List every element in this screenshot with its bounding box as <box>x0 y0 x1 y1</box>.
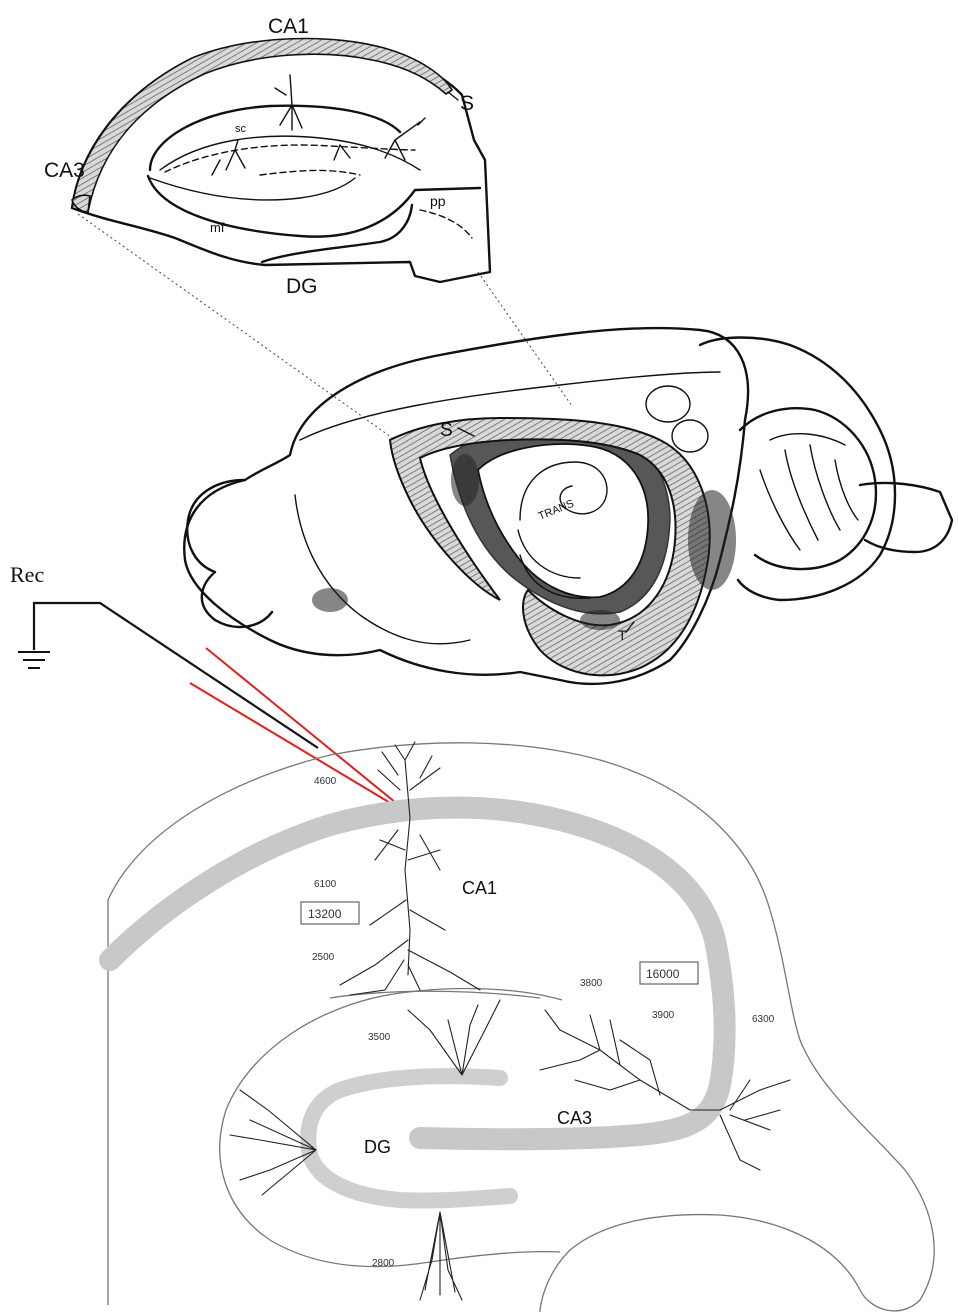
value-6100: 6100 <box>314 879 337 890</box>
projection-line-left <box>78 214 398 442</box>
brainstem-outline <box>860 483 952 552</box>
dentate-outline <box>220 989 562 1267</box>
slice-dg-label: DG <box>364 1137 391 1157</box>
value-6300: 6300 <box>752 1014 775 1025</box>
cerebellum-folia <box>760 434 858 550</box>
dg-granule-cell-bottom <box>420 1212 462 1300</box>
cerebellum-outline <box>740 408 876 569</box>
value-4600: 4600 <box>314 776 337 787</box>
slice-ca1-label: CA1 <box>462 878 497 898</box>
inset-slice <box>72 39 490 282</box>
value-3900: 3900 <box>652 1010 675 1021</box>
inset-ca3-label: CA3 <box>44 159 85 182</box>
inset-pyramidal-band <box>72 39 452 212</box>
brain-septal-label: S <box>440 420 453 441</box>
inset-dg-label: DG <box>286 275 318 298</box>
electrode-wire <box>34 603 318 748</box>
inset-subiculum-label: S <box>460 92 474 115</box>
inset-mossy-fibers <box>150 178 355 200</box>
inferior-colliculus <box>672 420 708 452</box>
fissure-line <box>330 991 540 998</box>
inset-schaffer-collaterals <box>165 145 415 172</box>
slice-outer-outline <box>108 743 934 1312</box>
electrode-red-upper <box>206 648 412 816</box>
slice-ca3-label: CA3 <box>557 1108 592 1128</box>
olfactory-bulb <box>187 480 272 627</box>
superior-colliculus <box>646 386 690 422</box>
inset-sc-label: sc <box>235 123 247 135</box>
inset-mf-label: mf <box>210 220 225 235</box>
value-13200: 13200 <box>308 907 342 921</box>
value-16000: 16000 <box>646 967 680 981</box>
value-3500: 3500 <box>368 1032 391 1043</box>
hippocampal-slice <box>108 742 934 1312</box>
inset-pp-label: pp <box>430 193 446 209</box>
recording-electrode <box>18 603 412 816</box>
inset-ca1-label: CA1 <box>268 15 309 38</box>
hippocampus-surface <box>478 444 648 597</box>
inset-subiculum-pointer <box>448 92 458 100</box>
value-3800: 3800 <box>580 978 603 989</box>
inset-hilus-line <box>160 136 420 170</box>
value-2800: 2800 <box>372 1258 395 1269</box>
electrode-red-lower <box>190 683 412 816</box>
dg-granule-cell-top <box>408 1000 500 1075</box>
brain-temporal-label: T <box>618 627 627 643</box>
rec-label: Rec <box>10 562 44 587</box>
ca1-pyramidal-neuron <box>340 742 480 995</box>
value-2500: 2500 <box>312 952 335 963</box>
